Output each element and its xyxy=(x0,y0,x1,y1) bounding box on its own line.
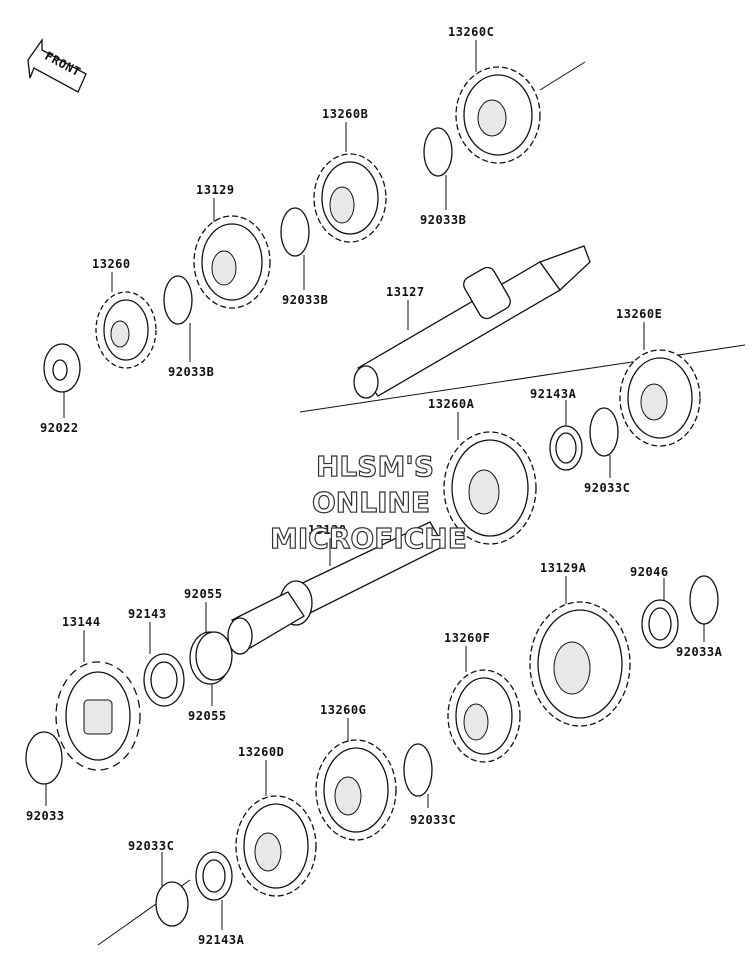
bushing-92143a-a[interactable] xyxy=(549,425,583,471)
label-92143a-a: 92143A xyxy=(530,387,577,401)
label-92143: 92143 xyxy=(128,607,167,621)
label-92055-b: 92055 xyxy=(188,709,227,723)
gear-13260f[interactable] xyxy=(447,669,521,763)
gear-13129a[interactable] xyxy=(529,601,631,727)
label-92033c-c: 92033C xyxy=(128,839,174,853)
circlip-92033c-c[interactable] xyxy=(155,881,189,927)
label-13260d: 13260D xyxy=(238,745,284,759)
needle-bearing-92046[interactable] xyxy=(641,599,679,649)
watermark-line1: HLSM'S xyxy=(316,450,434,483)
circlip-92033c-a[interactable] xyxy=(589,407,619,457)
label-13260b: 13260B xyxy=(322,107,368,121)
label-92033a: 92033A xyxy=(676,645,723,659)
label-92033b-b: 92033B xyxy=(282,293,328,307)
gear-13260c[interactable] xyxy=(455,66,541,164)
label-13260a: 13260A xyxy=(428,397,475,411)
front-arrow: FRONT xyxy=(27,37,87,93)
sprocket-13144[interactable] xyxy=(55,661,141,771)
label-92055-a: 92055 xyxy=(184,587,223,601)
countershaft-13127[interactable] xyxy=(353,245,591,399)
watermark-line3: MICROFICHE xyxy=(270,522,467,555)
label-92033: 92033 xyxy=(26,809,65,823)
gear-13260a[interactable] xyxy=(443,431,537,545)
label-92033b-a: 92033B xyxy=(420,213,466,227)
label-92143a-b: 92143A xyxy=(198,933,245,947)
watermark: HLSM'S ONLINE MICROFICHE xyxy=(269,449,467,555)
gear-13129[interactable] xyxy=(193,215,271,309)
gear-13260g[interactable] xyxy=(315,739,397,841)
circlip-92033b-b[interactable] xyxy=(280,207,310,257)
label-13144: 13144 xyxy=(62,615,101,629)
circlip-92033a[interactable] xyxy=(689,575,719,625)
bushing-92143[interactable] xyxy=(143,653,185,707)
gear-13260[interactable] xyxy=(95,291,157,369)
upper-axis-line xyxy=(539,61,586,91)
circlip-92033b-a[interactable] xyxy=(423,127,453,177)
label-13129a: 13129A xyxy=(540,561,587,575)
mainshaft-13128[interactable] xyxy=(227,521,445,655)
label-13129: 13129 xyxy=(196,183,235,197)
label-13127: 13127 xyxy=(386,285,425,299)
label-13260e: 13260E xyxy=(616,307,662,321)
label-13260g: 13260G xyxy=(320,703,366,717)
label-92033b-c: 92033B xyxy=(168,365,214,379)
circlip-92033[interactable] xyxy=(25,731,63,785)
label-92033c-a: 92033C xyxy=(584,481,630,495)
gear-13260e[interactable] xyxy=(619,349,701,447)
label-92033c-b: 92033C xyxy=(410,813,456,827)
watermark-line2: ONLINE xyxy=(312,486,430,519)
gear-13260b[interactable] xyxy=(313,153,387,243)
bushing-92143a-b[interactable] xyxy=(195,851,233,901)
circlip-92033c-b[interactable] xyxy=(403,743,433,797)
label-13260f: 13260F xyxy=(444,631,490,645)
label-13260c: 13260C xyxy=(448,25,494,39)
gear-13260d[interactable] xyxy=(235,795,317,897)
label-13128: 13128 xyxy=(308,523,347,537)
circlip-92033b-c[interactable] xyxy=(163,275,193,325)
label-92022: 92022 xyxy=(40,421,79,435)
label-92046: 92046 xyxy=(630,565,669,579)
washer-92022[interactable] xyxy=(43,343,81,393)
oring-92055[interactable] xyxy=(189,631,233,685)
label-13260: 13260 xyxy=(92,257,131,271)
